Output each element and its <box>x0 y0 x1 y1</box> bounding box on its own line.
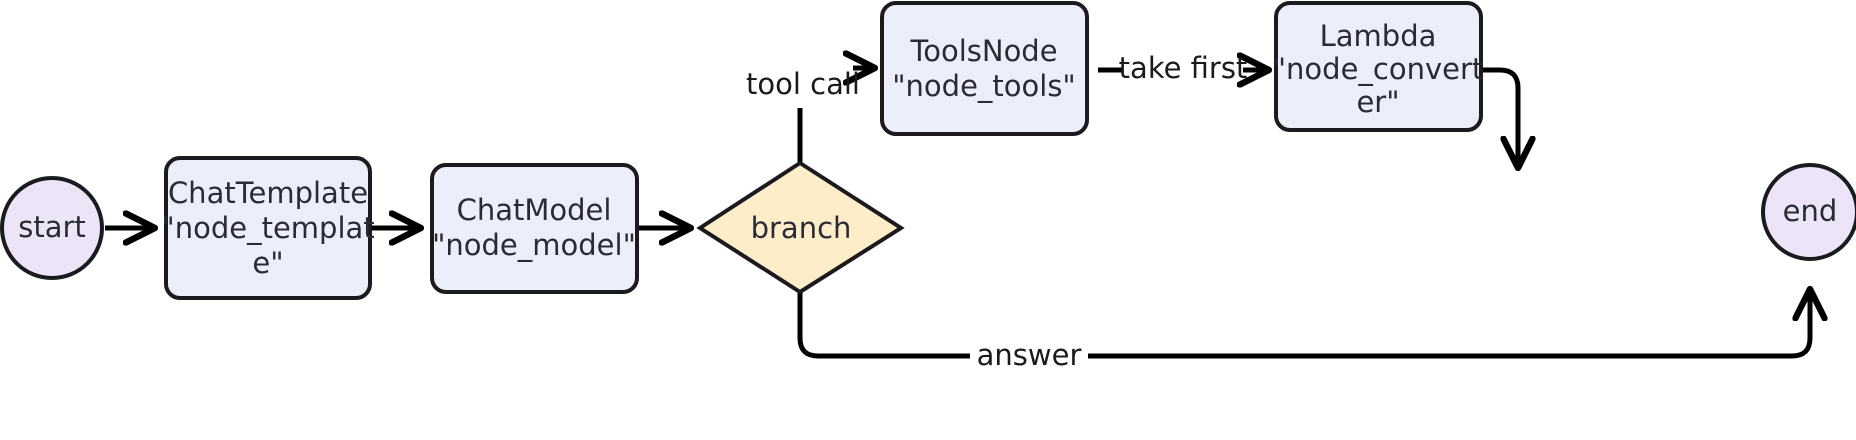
edge-node-tools-to-node-converter: take first <box>1098 51 1266 85</box>
node-node-tools[interactable]: ToolsNode "node_tools" <box>880 1 1089 136</box>
edge-node-converter-to-end <box>1481 67 1518 165</box>
edge-label-tool-call: tool call <box>746 67 860 101</box>
node-node-model-label-line1: ChatModel <box>457 193 612 227</box>
node-node-tools-shape[interactable] <box>880 1 1089 136</box>
edge-branch-to-node-tools: tool call <box>746 67 872 163</box>
node-node-template-shape[interactable] <box>164 156 372 300</box>
node-branch-label: branch <box>751 211 852 245</box>
node-node-model[interactable]: ChatModel "node_model" <box>430 163 639 294</box>
node-node-template-label-line2: "node_templat <box>161 211 374 245</box>
node-node-converter-shape[interactable] <box>1274 1 1483 132</box>
node-end-shape[interactable] <box>1761 163 1856 261</box>
node-node-model-shape[interactable] <box>430 163 639 294</box>
node-branch-shape[interactable] <box>696 160 905 295</box>
node-start[interactable]: start <box>0 176 104 280</box>
edge-label-answer-backdrop <box>970 338 1088 374</box>
node-node-converter[interactable]: Lambda "node_convert er" <box>1273 1 1484 132</box>
node-end-label: end <box>1783 194 1838 228</box>
node-node-converter-label-line1: Lambda <box>1320 19 1437 53</box>
edge-branch-to-end-answer: answer <box>797 292 1810 374</box>
node-branch[interactable]: branch <box>696 160 905 295</box>
node-node-template-label-line1: ChatTemplate <box>168 176 368 210</box>
edge-label-take-first: take first <box>1119 51 1248 85</box>
node-node-tools-label-line1: ToolsNode <box>909 34 1057 68</box>
edge-label-answer: answer <box>977 338 1082 372</box>
node-node-tools-label-line2: "node_tools" <box>892 69 1076 103</box>
node-start-shape[interactable] <box>0 176 104 280</box>
node-node-converter-label-line3: er" <box>1356 85 1399 119</box>
node-end[interactable]: end <box>1761 163 1856 261</box>
node-start-label: start <box>18 210 86 244</box>
node-node-model-label-line2: "node_model" <box>432 228 636 262</box>
node-node-template[interactable]: ChatTemplate "node_templat e" <box>161 156 375 300</box>
node-node-converter-label-line2: "node_convert <box>1273 52 1484 86</box>
node-node-template-label-line3: e" <box>252 246 283 280</box>
